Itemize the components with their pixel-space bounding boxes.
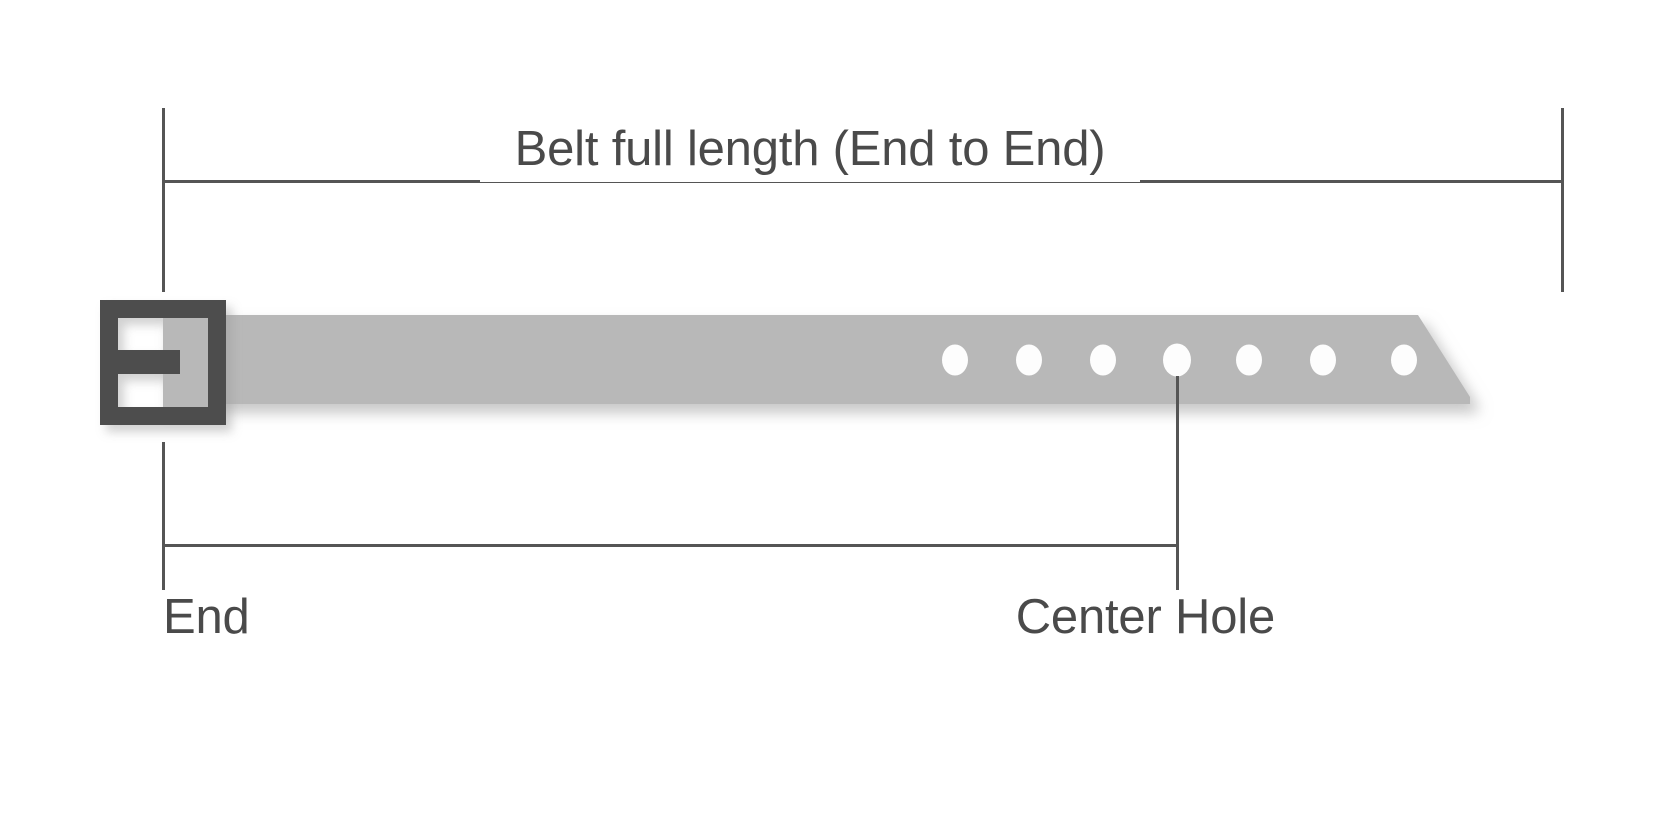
label-end: End: [163, 590, 250, 644]
buckle-prong: [100, 350, 180, 374]
belt-hole-7: [1391, 344, 1417, 376]
bottom-dimension-group: [162, 376, 1179, 590]
top-dimension-label: Belt full length (End to End): [515, 122, 1106, 176]
belt-strap: [163, 315, 1470, 404]
belt-hole-3: [1090, 344, 1116, 376]
top-dimension-group: Belt full length (End to End): [162, 108, 1564, 292]
belt-buckle: [100, 300, 226, 425]
belt-hole-5: [1236, 344, 1262, 376]
belt-hole-2: [1016, 344, 1042, 376]
belt-hole-6: [1310, 344, 1336, 376]
label-center-hole: Center Hole: [1016, 590, 1275, 644]
buckle-frame: [100, 300, 226, 425]
belt-graphic: [100, 300, 1470, 425]
belt-hole-1: [942, 344, 968, 376]
top-dimension-label-backdrop: [480, 112, 1140, 182]
belt-holes-group: [942, 343, 1417, 377]
belt-hole-center: [1163, 343, 1191, 377]
